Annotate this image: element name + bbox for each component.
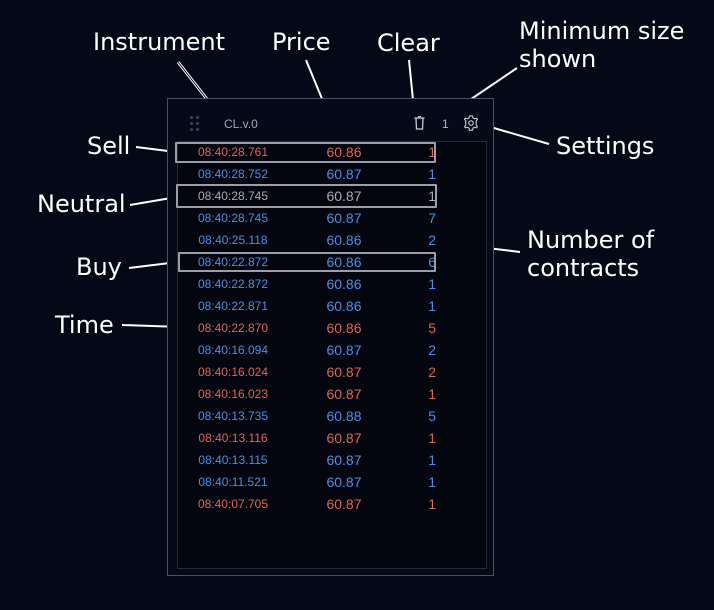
trade-price: 60.87 [326,210,362,226]
trade-time: 08:40:16.024 [197,365,269,379]
trade-time: 08:40:11.521 [198,475,268,489]
annotation-minimum-size-line1: Minimum size [519,17,685,45]
annotation-number-of-contracts: Number of contracts [527,226,654,282]
trade-time: 08:40:13.115 [198,453,268,467]
trade-price: 60.87 [326,188,362,204]
trash-icon[interactable] [414,116,425,130]
trade-row: 08:40:28.761 60.86 1 [178,142,486,164]
trades-list[interactable]: 08:40:28.761 60.86 1 08:40:28.752 60.87 … [177,141,487,569]
trade-row: 08:40:07.705 60.87 1 [178,494,486,516]
trade-time: 08:40:28.761 [197,145,269,159]
annotation-time: Time [55,311,114,339]
annotation-settings: Settings [556,132,655,160]
trade-size: 1 [428,386,436,402]
trade-price: 60.87 [326,386,362,402]
trade-row: 08:40:16.024 60.87 2 [178,362,486,384]
trade-row: 08:40:11.521 60.87 1 [178,472,486,494]
annotation-clear: Clear [377,29,440,57]
trade-row: 08:40:13.116 60.87 1 [178,428,486,450]
trade-row: 08:40:16.023 60.87 1 [178,384,486,406]
trade-size: 6 [428,254,436,270]
trade-size: 1 [428,430,436,446]
highlight-buy-row [178,252,436,272]
minimum-size-value[interactable]: 1 [442,117,449,131]
panel-header: CL.v.0 1 [168,99,493,141]
trade-price: 60.87 [326,496,362,512]
highlight-neutral-row [176,184,437,208]
trade-price: 60.87 [326,430,362,446]
trade-time: 08:40:25.118 [198,233,268,247]
trade-time: 08:40:22.870 [197,321,269,335]
trade-row: 08:40:22.871 60.86 1 [178,296,486,318]
annotation-sell: Sell [87,132,131,160]
trade-row: 08:40:22.872 60.86 1 [178,274,486,296]
trade-row: 08:40:28.752 60.87 1 [178,164,486,186]
trade-size: 1 [428,276,436,292]
annotation-buy: Buy [76,253,122,281]
trade-size: 5 [428,408,436,424]
annotation-minimum-size: Minimum size shown [519,17,684,73]
trade-size: 1 [428,474,436,490]
trade-size: 2 [428,364,436,380]
trade-size: 1 [428,298,436,314]
annotation-price: Price [272,28,331,56]
trade-time: 08:40:16.023 [197,387,269,401]
trade-price: 60.87 [326,166,362,182]
gear-icon[interactable] [462,114,480,132]
trade-price: 60.86 [326,276,362,292]
instrument-label[interactable]: CL.v.0 [224,117,258,131]
trade-row: 08:40:13.115 60.87 1 [178,450,486,472]
trade-price: 60.87 [326,342,362,358]
drag-handle-icon[interactable] [190,116,199,131]
trade-row: 08:40:22.872 60.86 6 [178,252,486,274]
trade-price: 60.86 [326,320,362,336]
trade-size: 5 [428,320,436,336]
time-and-sales-panel: CL.v.0 1 08:40:28.761 60.86 1 08:40:28.7… [167,98,494,576]
trade-price: 60.86 [326,144,362,160]
trade-size: 1 [428,166,436,182]
annotation-instrument: Instrument [93,28,226,56]
trade-time: 08:40:28.745 [197,211,269,225]
trade-row: 08:40:25.118 60.86 2 [178,230,486,252]
trade-time: 08:40:28.752 [197,167,269,181]
trade-price: 60.87 [326,452,362,468]
trade-row: 08:40:28.745 60.87 1 [178,186,486,208]
annotation-neutral: Neutral [37,190,126,218]
trade-time: 08:40:22.871 [197,299,269,313]
trade-row: 08:40:13.735 60.88 5 [178,406,486,428]
trade-time: 08:40:22.872 [197,255,269,269]
trade-row: 08:40:16.094 60.87 2 [178,340,486,362]
trade-price: 60.87 [326,474,362,490]
annotation-minimum-size-line2: shown [519,45,597,73]
annotation-contracts-line2: contracts [527,254,640,282]
trade-row: 08:40:28.745 60.87 7 [178,208,486,230]
trade-price: 60.87 [326,364,362,380]
trade-size: 1 [428,452,436,468]
trade-size: 1 [428,496,436,512]
trade-time: 08:40:13.116 [198,431,268,445]
trade-time: 08:40:22.872 [197,277,269,291]
trade-price: 60.88 [326,408,362,424]
trade-time: 08:40:07.705 [197,497,269,511]
trade-time: 08:40:16.094 [197,343,269,357]
trade-price: 60.86 [326,232,362,248]
trade-size: 7 [428,210,436,226]
trade-size: 1 [428,144,436,160]
trade-price: 60.86 [326,298,362,314]
trade-price: 60.86 [326,254,362,270]
trade-time: 08:40:13.735 [197,409,269,423]
trade-size: 2 [428,342,436,358]
trade-size: 2 [428,232,436,248]
highlight-sell-row [175,142,436,163]
trade-time: 08:40:28.745 [197,189,269,203]
trade-size: 1 [428,188,436,204]
annotation-contracts-line1: Number of [527,226,655,254]
trade-row: 08:40:22.870 60.86 5 [178,318,486,340]
